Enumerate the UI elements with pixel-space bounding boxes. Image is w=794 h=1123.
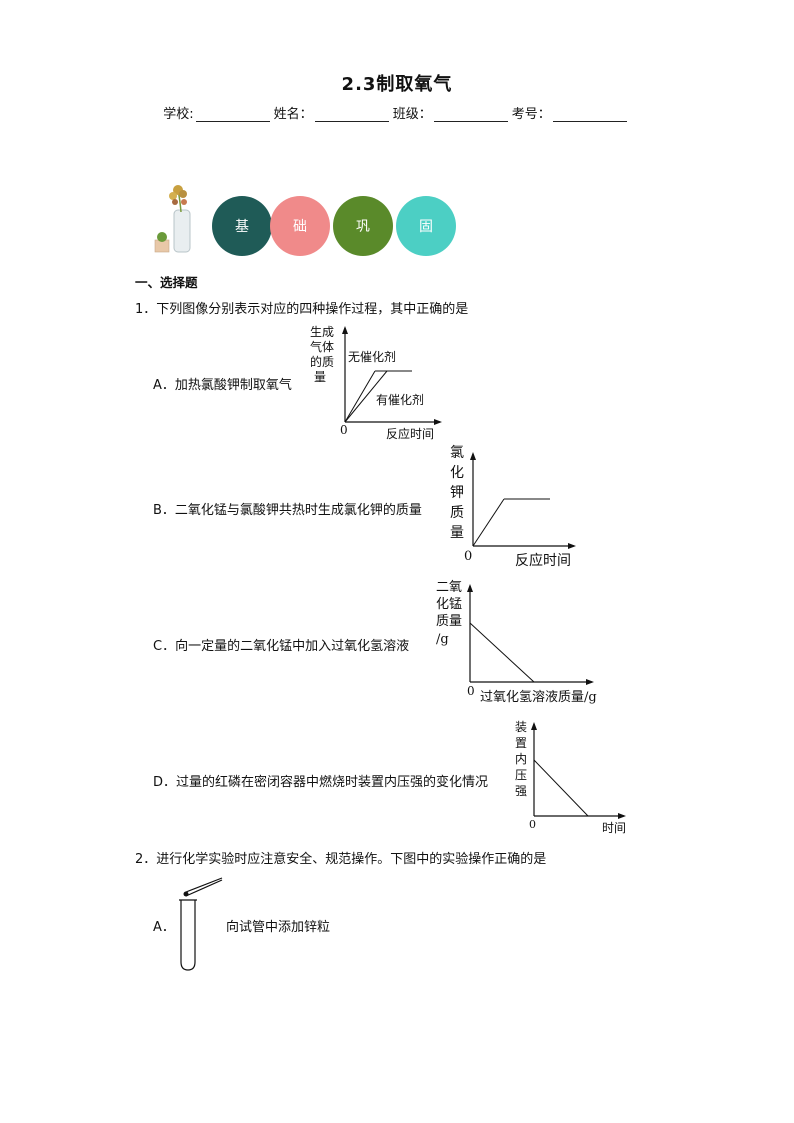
school-field[interactable]: 学校: <box>163 103 270 122</box>
chart-c-ylabel-3: 质量 <box>436 614 462 629</box>
section-heading: 一、选择题 <box>135 275 198 290</box>
chart-a-ylabel-2: 气体 <box>310 339 334 354</box>
chart-a-series-2: 有催化剂 <box>376 392 424 407</box>
chart-c-ylabel-1: 二氧 <box>436 580 462 595</box>
chart-d-ylabel-2: 置 <box>515 736 527 750</box>
chart-b-xlabel: 反应时间 <box>515 552 571 569</box>
chart-b-ylabel-2: 化 <box>450 465 464 481</box>
q1-option-c[interactable]: C．向一定量的二氧化锰中加入过氧化氢溶液 <box>153 639 410 654</box>
question-1-stem: 1．下列图像分别表示对应的四种操作过程，其中正确的是 <box>135 302 469 317</box>
badge-gu: 固 <box>396 196 456 256</box>
chart-b-ylabel-4: 质 <box>450 505 464 521</box>
chart-d-ylabel-4: 压 <box>515 768 527 782</box>
chart-a-series-1: 无催化剂 <box>348 349 396 364</box>
chart-d-ylabel-1: 装 <box>515 720 527 734</box>
chart-a-ylabel-3: 的质 <box>310 354 334 369</box>
q1-option-d[interactable]: D．过量的红磷在密闭容器中燃烧时装置内压强的变化情况 <box>153 775 489 790</box>
chart-c-origin: 0 <box>467 684 475 698</box>
chart-d-xlabel: 时间 <box>602 821 626 835</box>
chart-d-ylabel-3: 内 <box>515 752 527 766</box>
exam-number-field[interactable]: 考号： <box>512 103 627 122</box>
q1-option-b-chart: 氯 化 钾 质 量 0 反应时间 <box>450 445 576 569</box>
chart-a-ylabel-4: 量 <box>314 370 326 384</box>
class-field[interactable]: 班级： <box>393 103 508 122</box>
chart-c-ylabel-4: /g <box>436 632 449 647</box>
chart-b-origin: 0 <box>464 549 472 564</box>
chart-c-xlabel: 过氧化氢溶液质量/g <box>480 690 597 705</box>
name-field[interactable]: 姓名： <box>274 103 389 122</box>
page-title: 2.3制取氧气 <box>341 74 453 95</box>
chart-a-origin: 0 <box>340 423 348 437</box>
q2-option-a-caption: 向试管中添加锌粒 <box>226 920 331 935</box>
chart-b-ylabel-1: 氯 <box>450 445 464 461</box>
chart-d-ylabel-5: 强 <box>515 784 527 798</box>
q1-option-a-chart: 生成 气体 的质 量 无催化剂 有催化剂 0 反应时间 <box>310 325 442 441</box>
badge-ji: 基 <box>212 196 272 256</box>
q1-option-d-chart: 装 置 内 压 强 0 时间 <box>515 720 626 835</box>
chart-b-ylabel-3: 钾 <box>450 485 464 501</box>
chart-b-ylabel-5: 量 <box>450 525 464 541</box>
q1-option-b[interactable]: B．二氧化锰与氯酸钾共热时生成氯化钾的质量 <box>153 503 422 518</box>
q2-option-a[interactable]: A． <box>153 920 175 935</box>
badge-gong: 巩 <box>333 196 393 256</box>
badge-chu: 础 <box>270 196 330 256</box>
student-info-row: 学校: 姓名： 班级： 考号： <box>0 103 794 122</box>
chart-a-ylabel-1: 生成 <box>310 325 334 339</box>
chart-c-ylabel-2: 化锰 <box>436 597 462 612</box>
plant-vase-icon <box>154 185 191 253</box>
test-tube-tweezers-icon <box>179 877 223 971</box>
q1-option-c-chart: 二氧 化锰 质量 /g 0 过氧化氢溶液质量/g <box>436 580 597 705</box>
question-2-stem: 2．进行化学实验时应注意安全、规范操作。下图中的实验操作正确的是 <box>135 852 547 867</box>
q1-option-a[interactable]: A．加热氯酸钾制取氧气 <box>153 378 292 393</box>
chart-d-origin: 0 <box>529 818 536 831</box>
chart-a-xlabel: 反应时间 <box>386 426 434 441</box>
